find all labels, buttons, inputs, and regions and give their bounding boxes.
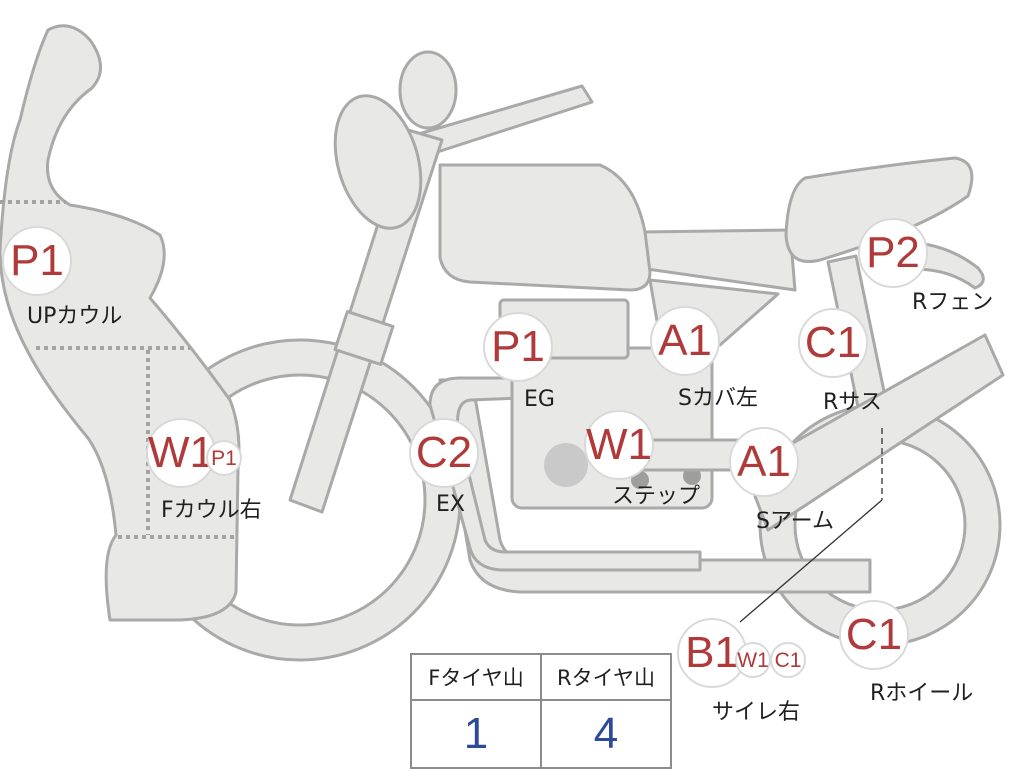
damage-code-badge: A1 [729,427,799,497]
rear-tire-header: Rタイヤ山 [540,653,672,701]
damage-code-badge: P2 [858,218,928,288]
part-label: UPカウル [27,304,123,329]
damage-code-badge: P1 [206,440,242,476]
part-label: Sアーム [756,509,834,534]
part-label: EG [524,387,555,412]
frame-inner-loop [428,376,702,572]
damage-code-badge: P1 [483,312,553,382]
table-header-row: Fタイヤ山 Rタイヤ山 [410,653,672,701]
part-label: Rフェン [912,290,994,315]
damage-code-badge: W1 [735,642,771,678]
part-label: サイレ右 [712,700,801,725]
part-label: Sカバ左 [678,386,758,411]
damage-code-badge: P1 [2,226,72,296]
headlight-shape [333,94,423,230]
part-label: Rサス [823,390,882,415]
damage-code-badge: C2 [409,418,479,488]
tail-seat-shape [784,156,974,263]
fuel-tank-shape [438,163,652,292]
frame-lower-loop [438,378,872,594]
damage-code-badge: W1 [584,410,654,480]
front-tire-value: 1 [410,699,542,769]
part-label: Rホイール [870,681,974,706]
damage-code-badge: C1 [770,642,806,678]
damage-code-badge: C1 [839,600,909,670]
engine-cover-shape [544,443,588,487]
table-value-row: 1 4 [410,699,672,769]
damage-code-badge: C1 [798,308,868,378]
damage-code-badge: W1 [146,418,216,488]
part-label: ステップ [612,484,701,509]
front-tire-header: Fタイヤ山 [410,653,542,701]
silencer-leader-diagonal [739,499,883,623]
swing-arm-shape [743,333,1005,532]
damage-code-badge: A1 [650,306,720,376]
tire-tread-table: Fタイヤ山 Rタイヤ山 1 4 [410,653,672,769]
mirror-shape [398,50,458,130]
part-label: Fカウル右 [161,498,262,523]
part-label: EX [436,492,465,517]
rear-tire-value: 4 [540,699,672,769]
fork-bracket-shape [333,310,395,366]
